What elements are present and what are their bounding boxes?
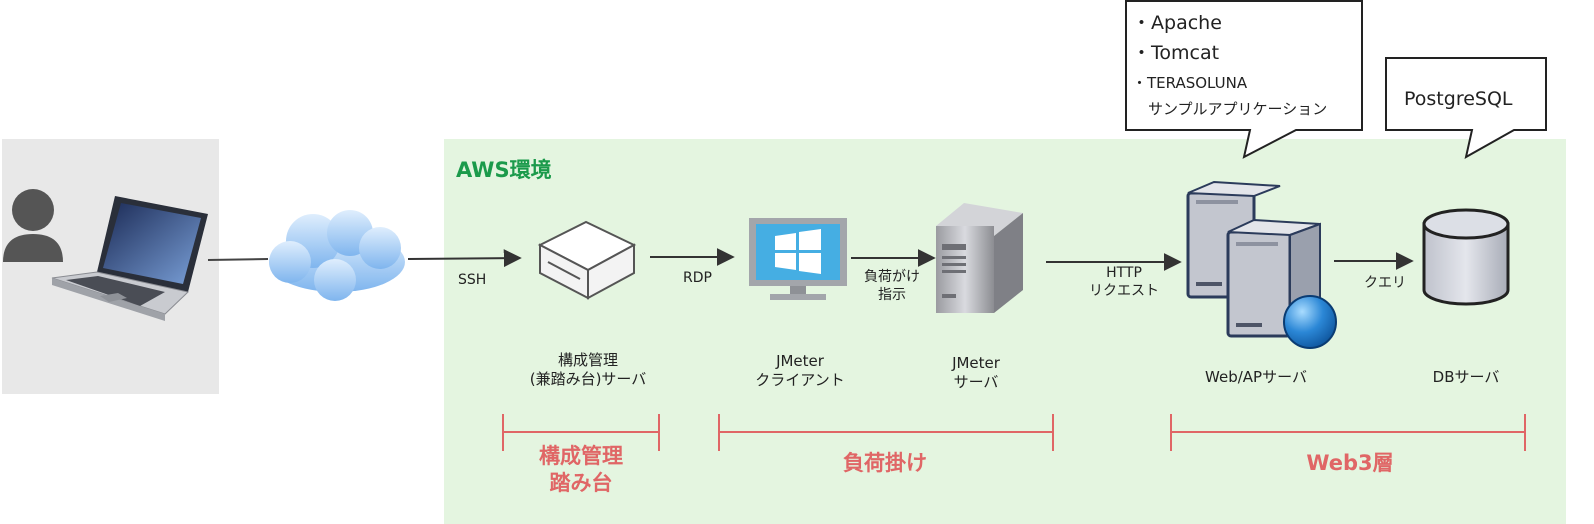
ssh-label: SSH bbox=[458, 272, 487, 288]
bastion-server-label: 構成管理 (兼踏み台)サーバ bbox=[529, 351, 647, 388]
web-callout-text: Apache Tomcat TERASOLUNA サンプルアプリケーション bbox=[1132, 8, 1327, 120]
load-instruction-label: 負荷がけ 指示 bbox=[864, 269, 920, 303]
section-web3-label: Web3層 bbox=[1306, 451, 1394, 475]
http-request-label: HTTP リクエスト bbox=[1089, 265, 1159, 299]
callout-item-tomcat: Tomcat bbox=[1132, 38, 1327, 68]
jmeter-server-icon bbox=[936, 203, 1023, 313]
callout-item-terasoluna: TERASOLUNA bbox=[1132, 68, 1327, 98]
callout-item-sample-app: サンプルアプリケーション bbox=[1148, 100, 1328, 118]
jmeter-server-label: JMeter サーバ bbox=[952, 354, 1000, 391]
bastion-server-icon bbox=[537, 220, 637, 300]
section-load-label: 負荷掛け bbox=[843, 451, 927, 475]
section-config-label: 構成管理 踏み台 bbox=[539, 444, 623, 495]
database-icon bbox=[1422, 208, 1510, 306]
jmeter-client-label: JMeter クライアント bbox=[755, 352, 845, 389]
db-callout-shape bbox=[1385, 57, 1547, 159]
callout-item-apache: Apache bbox=[1132, 8, 1327, 38]
web-ap-server-label: Web/APサーバ bbox=[1205, 368, 1307, 386]
db-callout-text: PostgreSQL bbox=[1404, 88, 1513, 110]
user-icon bbox=[3, 189, 63, 262]
db-server-label: DBサーバ bbox=[1432, 368, 1500, 386]
section-brackets bbox=[502, 414, 1526, 451]
web-ap-server-icon bbox=[1186, 180, 1337, 349]
ssh-edge bbox=[407, 249, 522, 268]
aws-region bbox=[444, 139, 1566, 524]
laptop-icon bbox=[51, 196, 208, 321]
aws-label: AWS環境 bbox=[456, 158, 552, 182]
query-label: クエリ bbox=[1364, 275, 1406, 291]
rdp-label: RDP bbox=[683, 270, 712, 286]
cloud-icon bbox=[269, 210, 405, 301]
monitor-windows-icon bbox=[749, 218, 847, 300]
